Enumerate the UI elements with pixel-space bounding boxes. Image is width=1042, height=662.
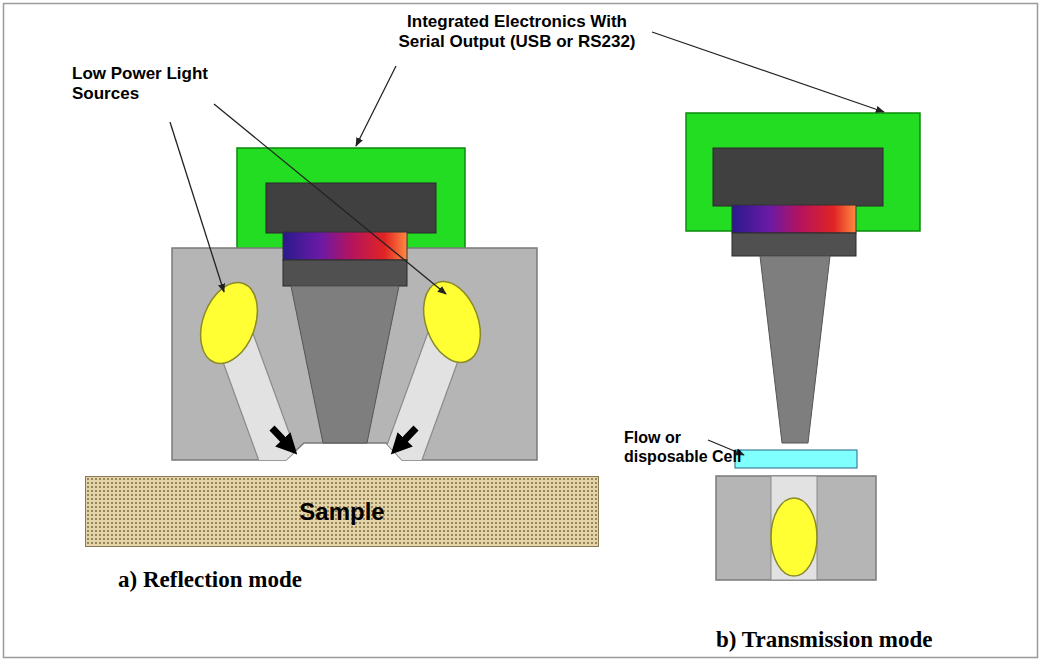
leader-line bbox=[356, 66, 396, 146]
image-frame bbox=[4, 4, 1038, 658]
sample-label: Sample bbox=[299, 498, 384, 526]
detector-body bbox=[266, 183, 436, 233]
mode-caption: a) Reflection mode bbox=[118, 566, 438, 594]
leader-line bbox=[170, 122, 224, 292]
optics-cone bbox=[760, 256, 830, 443]
sample-box: Sample bbox=[85, 476, 599, 547]
leader-line bbox=[214, 104, 446, 294]
flow-cell bbox=[735, 450, 857, 468]
light-source bbox=[413, 274, 491, 371]
callout-label: Integrated Electronics With Serial Outpu… bbox=[386, 12, 648, 53]
lamp-holder bbox=[716, 476, 876, 580]
detector-mount bbox=[283, 260, 407, 286]
callout-label: Flow or disposable Cell bbox=[624, 428, 748, 466]
spectrometer-array bbox=[732, 205, 856, 233]
light-arrow bbox=[272, 428, 290, 447]
optics-cone bbox=[291, 286, 399, 443]
callout-label: Low Power Light Sources bbox=[72, 64, 222, 105]
light-source bbox=[771, 498, 817, 576]
leader-line bbox=[652, 32, 884, 112]
light-tube bbox=[771, 476, 817, 580]
light-source bbox=[190, 275, 268, 372]
mode-caption: b) Transmission mode bbox=[716, 626, 1036, 654]
detector-mount bbox=[732, 233, 856, 256]
probe-housing bbox=[172, 248, 537, 460]
light-arrow bbox=[398, 428, 416, 447]
detector-body bbox=[713, 148, 883, 206]
